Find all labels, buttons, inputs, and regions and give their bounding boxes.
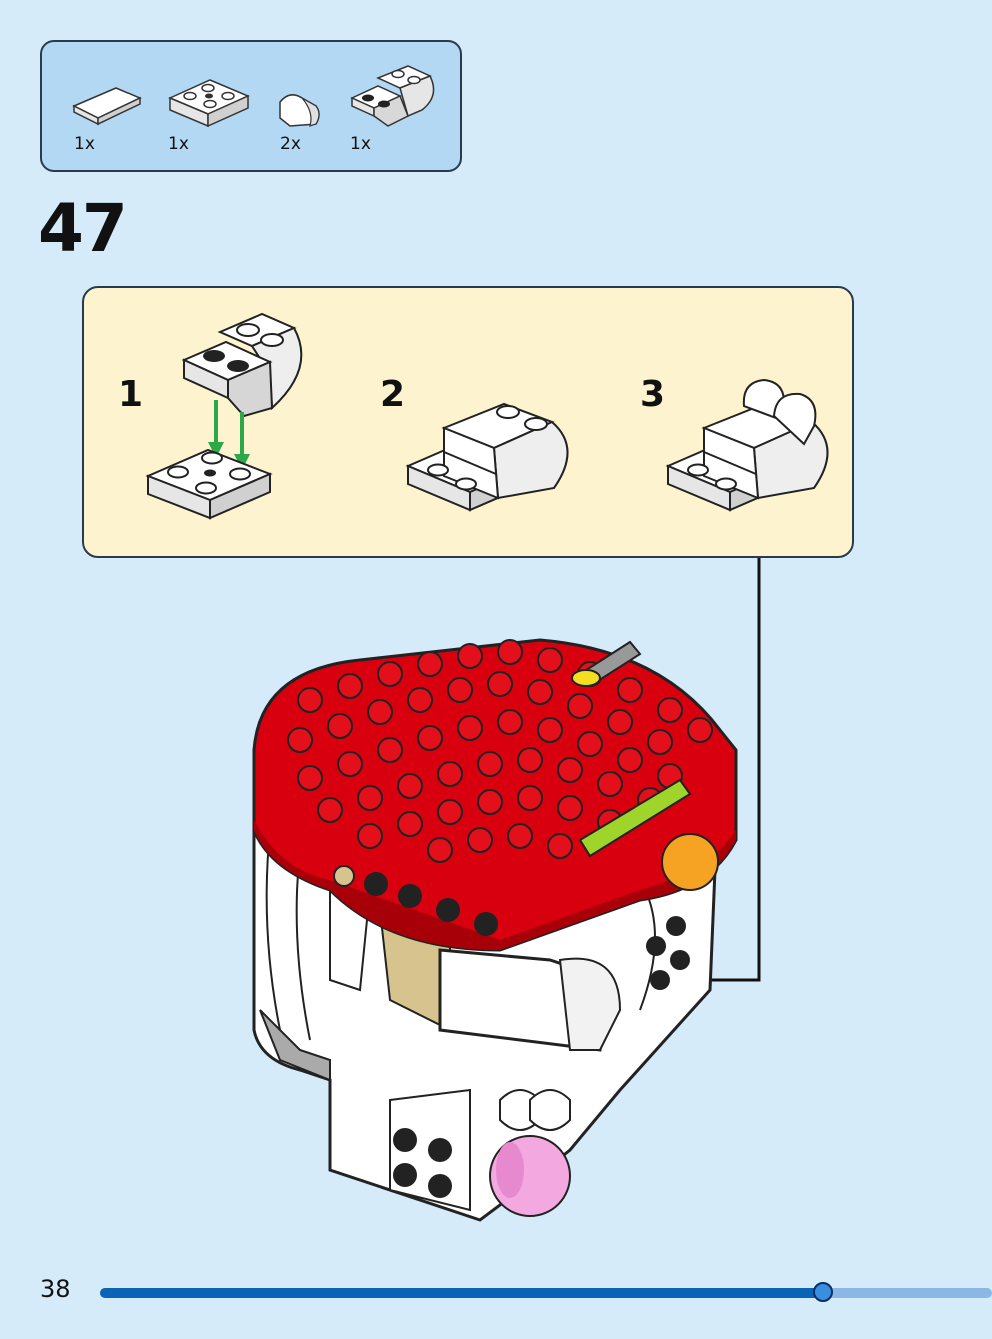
progress-bar xyxy=(100,1282,992,1302)
substep-1-illustration xyxy=(145,312,303,520)
subassembly-box: 1 2 3 xyxy=(82,286,854,558)
sub-step-label: 2 xyxy=(380,374,406,415)
substep-2-illustration xyxy=(405,402,569,512)
substep-3-illustration xyxy=(665,378,829,512)
part-qty: 1x xyxy=(350,134,371,154)
sub-step-label: 3 xyxy=(640,374,666,415)
part-qty: 1x xyxy=(74,134,95,154)
part-qty: 2x xyxy=(280,134,301,154)
down-arrow-icon xyxy=(208,400,250,470)
part-plate-icon xyxy=(168,79,250,128)
progress-knob[interactable] xyxy=(812,1282,833,1302)
model-illustration xyxy=(252,638,738,1222)
progress-fill xyxy=(100,1288,823,1298)
sub-step-label: 1 xyxy=(118,374,144,415)
part-slope-icon xyxy=(279,94,320,127)
page-number: 38 xyxy=(40,1275,71,1303)
step-number: 47 xyxy=(38,190,128,267)
part-bracket-icon xyxy=(350,65,435,127)
part-qty: 1x xyxy=(168,134,189,154)
parts-list-box: 1x 1x 2x 1x xyxy=(40,40,462,172)
part-tile-icon xyxy=(72,87,142,126)
